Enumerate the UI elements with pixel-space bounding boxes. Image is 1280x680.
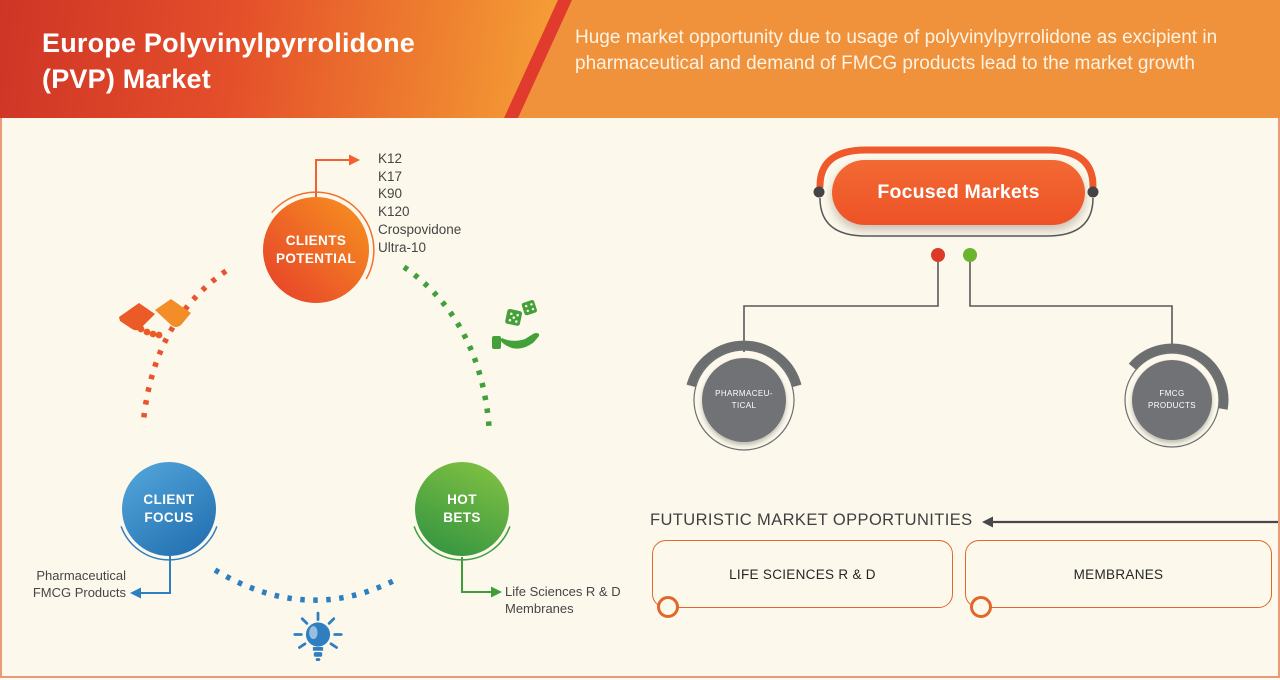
list-item: K17 [378, 168, 403, 184]
list-item: K90 [378, 186, 403, 202]
page-title-line1: Europe Polyvinylpyrrolidone [42, 28, 415, 58]
canvas-border-bottom [0, 676, 1280, 678]
header-description: Huge market opportunity due to usage of … [575, 27, 1218, 75]
page-title: Europe Polyvinylpyrrolidone (PVP) Market [42, 26, 415, 97]
header-banner: Europe Polyvinylpyrrolidone (PVP) Market… [0, 0, 1280, 118]
side-dot-left [813, 186, 825, 198]
arrow-right-icon [349, 154, 360, 166]
pharmaceutical-label-line2: TICAL [731, 401, 757, 410]
header-gradient-panel [0, 0, 558, 118]
hot-bets-bubble: HOT BETS [415, 462, 509, 556]
focused-markets-label: Focused Markets [877, 181, 1040, 203]
client-focus-connector [130, 556, 171, 599]
arrow-right-icon [491, 586, 502, 598]
client-focus-list: Pharmaceutical FMCG Products [20, 568, 126, 601]
futuristic-arrow [982, 516, 1280, 528]
dotted-arc-blue [213, 567, 401, 603]
market-tree-lines [743, 262, 1173, 352]
arrow-left-icon [130, 587, 141, 599]
list-item: Ultra-10 [378, 239, 427, 255]
canvas-border-left [0, 118, 2, 678]
clients-potential-label-line1: CLIENTS [285, 232, 347, 248]
client-focus-label-line1: CLIENT [143, 491, 195, 507]
dotted-arc-green [402, 264, 492, 427]
page-title-line2: (PVP) Market [42, 63, 211, 94]
canvas-border-right [1278, 118, 1280, 678]
pharmaceutical-label-line1: PHARMACEU- [715, 389, 773, 398]
opportunity-box-life-sciences: LIFE SCIENCES R & D [652, 540, 953, 608]
arrow-left-icon [982, 516, 993, 528]
hot-bets-list: Life Sciences R & D Membranes [505, 584, 621, 617]
client-focus-bubble: CLIENT FOCUS [122, 462, 216, 556]
client-focus-label-line2: FOCUS [144, 510, 194, 525]
list-item: Membranes [505, 600, 574, 616]
list-item: Crospovidone [378, 221, 462, 237]
red-node-dot [931, 248, 945, 262]
hot-bets-label-line2: BETS [443, 510, 481, 525]
opportunity-box-label: MEMBRANES [1073, 566, 1164, 582]
clients-potential-connector [315, 154, 360, 200]
fmcg-products-circle: FMCG PRODUCTS [1132, 360, 1212, 440]
hot-bets-connector [461, 557, 502, 598]
list-item: K12 [378, 151, 403, 166]
dice-in-hand-icon [492, 300, 540, 349]
clients-potential-bubble: CLIENTS POTENTIAL [263, 197, 369, 303]
handshake-icon [119, 299, 191, 339]
list-item: FMCG Products [32, 584, 126, 600]
clients-potential-list: K12 K17 K90 K120 Crospovidone Ultra-10 [378, 150, 461, 256]
pharmaceutical-circle: PHARMACEU- TICAL [702, 358, 786, 442]
list-item: K120 [378, 204, 410, 220]
lightbulb-icon [293, 611, 343, 661]
opportunity-corner-ring-icon [657, 596, 679, 618]
opportunity-box-label: LIFE SCIENCES R & D [729, 566, 876, 582]
list-item: Pharmaceutical [36, 568, 126, 583]
focused-markets-pill: Focused Markets [832, 160, 1085, 225]
green-node-dot [963, 248, 977, 262]
futuristic-heading: FUTURISTIC MARKET OPPORTUNITIES [650, 511, 973, 529]
fmcg-label-line2: PRODUCTS [1147, 401, 1197, 410]
list-item: Life Sciences R & D [505, 584, 621, 599]
fmcg-label-line1: FMCG [1159, 389, 1185, 398]
hot-bets-label-line1: HOT [447, 491, 477, 507]
opportunity-corner-ring-icon [970, 596, 992, 618]
clients-potential-label-line2: POTENTIAL [275, 251, 357, 266]
opportunity-box-membranes: MEMBRANES [965, 540, 1272, 608]
side-dot-right [1087, 186, 1099, 198]
